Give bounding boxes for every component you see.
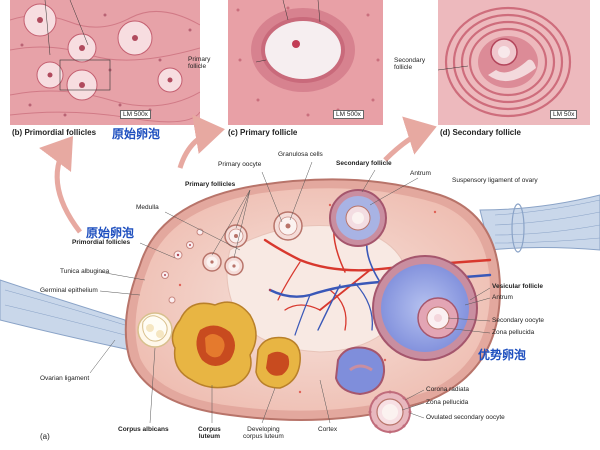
primordial-follicles bbox=[161, 228, 204, 304]
panel-label: (a) bbox=[40, 432, 50, 441]
ovulated-oocyte bbox=[368, 390, 412, 434]
cn-label-primordial-top: 原始卵泡 bbox=[112, 127, 161, 141]
label-primary-follicles: Primary follicles bbox=[185, 181, 236, 188]
scale-badge: LM 500x bbox=[120, 110, 151, 119]
caption-primary: (c) Primary follicle bbox=[228, 128, 298, 137]
cn-label-dominant: 优势卵泡 bbox=[478, 348, 527, 362]
primary-follicles bbox=[202, 211, 303, 276]
corpus-luteum bbox=[171, 301, 257, 389]
label-zona-pellucida: Zona pellucida bbox=[492, 329, 535, 336]
secondary-follicle bbox=[329, 189, 387, 247]
micrograph-primordial: LM 500x bbox=[10, 0, 200, 125]
label-granulosa-cells: Granulosa cells bbox=[278, 151, 323, 158]
scale-badge: LM 50x bbox=[550, 110, 578, 119]
label-vesicular-follicle: Vesicular follicle bbox=[492, 283, 543, 290]
leader-lines bbox=[89, 161, 491, 424]
label-secondary-follicle: Secondary follicle bbox=[336, 160, 392, 167]
label-corpus-albicans: Corpus albicans bbox=[118, 426, 169, 433]
label-zona-pellucida-ovulated: Zona pellucida bbox=[426, 399, 469, 406]
label-tunica-albuginea: Tunica albuginea bbox=[60, 268, 110, 275]
vesicular-follicle bbox=[372, 255, 478, 361]
arrow-to-b bbox=[39, 135, 82, 234]
label-corona-radiata: Corona radiata bbox=[426, 386, 469, 393]
caption-primordial: (b) Primordial follicles bbox=[12, 128, 97, 137]
corpus-albicans bbox=[137, 312, 173, 348]
label-suspensory-ligament: Suspensory ligament of ovary bbox=[452, 177, 538, 184]
label-ovulated-oocyte: Ovulated secondary oocyte bbox=[426, 414, 505, 421]
label-primary-oocyte: Primary oocyte bbox=[218, 161, 262, 168]
suspensory-ligament bbox=[479, 194, 600, 251]
label-germinal-epithelium: Germinal epithelium bbox=[40, 287, 98, 294]
developing-corpus-luteum bbox=[255, 336, 301, 389]
caption-secondary: (d) Secondary follicle bbox=[440, 128, 521, 137]
label-antrum-top: Antrum bbox=[410, 170, 431, 177]
arrow-to-d bbox=[383, 116, 437, 162]
label-medulla: Medulla bbox=[136, 204, 159, 211]
label-antrum-right: Antrum bbox=[492, 294, 513, 301]
label-primordial-follicles: Primordial follicles bbox=[72, 239, 131, 246]
ruptured-follicle bbox=[334, 346, 386, 396]
cn-label-primordial-diagram: 原始卵泡 bbox=[86, 226, 135, 240]
micrograph-secondary: LM 50x bbox=[438, 0, 590, 125]
label-cortex: Cortex bbox=[318, 426, 338, 433]
arrow-to-c bbox=[177, 114, 225, 169]
label-ovarian-ligament: Ovarian ligament bbox=[40, 375, 90, 382]
label-secondary-oocyte: Secondary oocyte bbox=[492, 317, 545, 324]
scale-badge: LM 500x bbox=[333, 110, 364, 119]
